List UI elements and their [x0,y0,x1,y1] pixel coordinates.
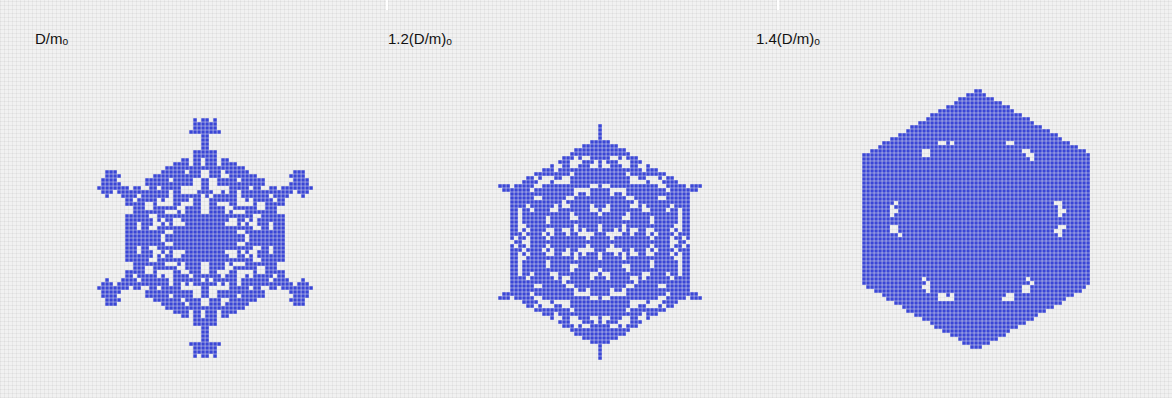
panel-divider [777,0,779,10]
panel-label: 1.2(D/m)ₒ [388,30,452,48]
panel-label: D/mₒ [35,30,68,48]
snowflake-pattern [498,124,702,359]
panel-divider [386,0,388,10]
snowflake-pattern [862,89,1090,349]
snowflake-pattern [97,118,312,357]
panel-label: 1.4(D/m)ₒ [756,30,820,48]
